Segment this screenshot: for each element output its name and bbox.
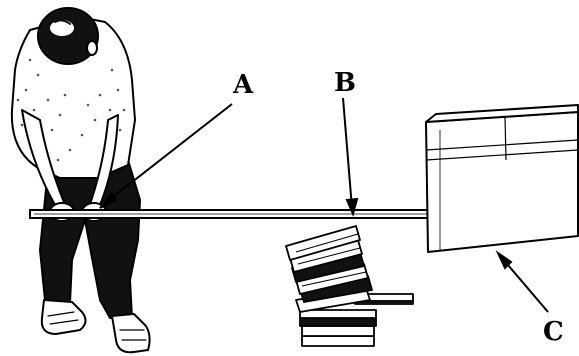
person-icon [12,8,150,352]
box-icon [426,105,578,252]
label-a: A [232,70,254,100]
label-c: C [543,317,564,347]
book-stack-icon [286,226,413,346]
arrow-c [502,258,548,312]
rod [30,210,432,218]
arrow-b [343,98,352,208]
label-b: B [334,68,356,98]
